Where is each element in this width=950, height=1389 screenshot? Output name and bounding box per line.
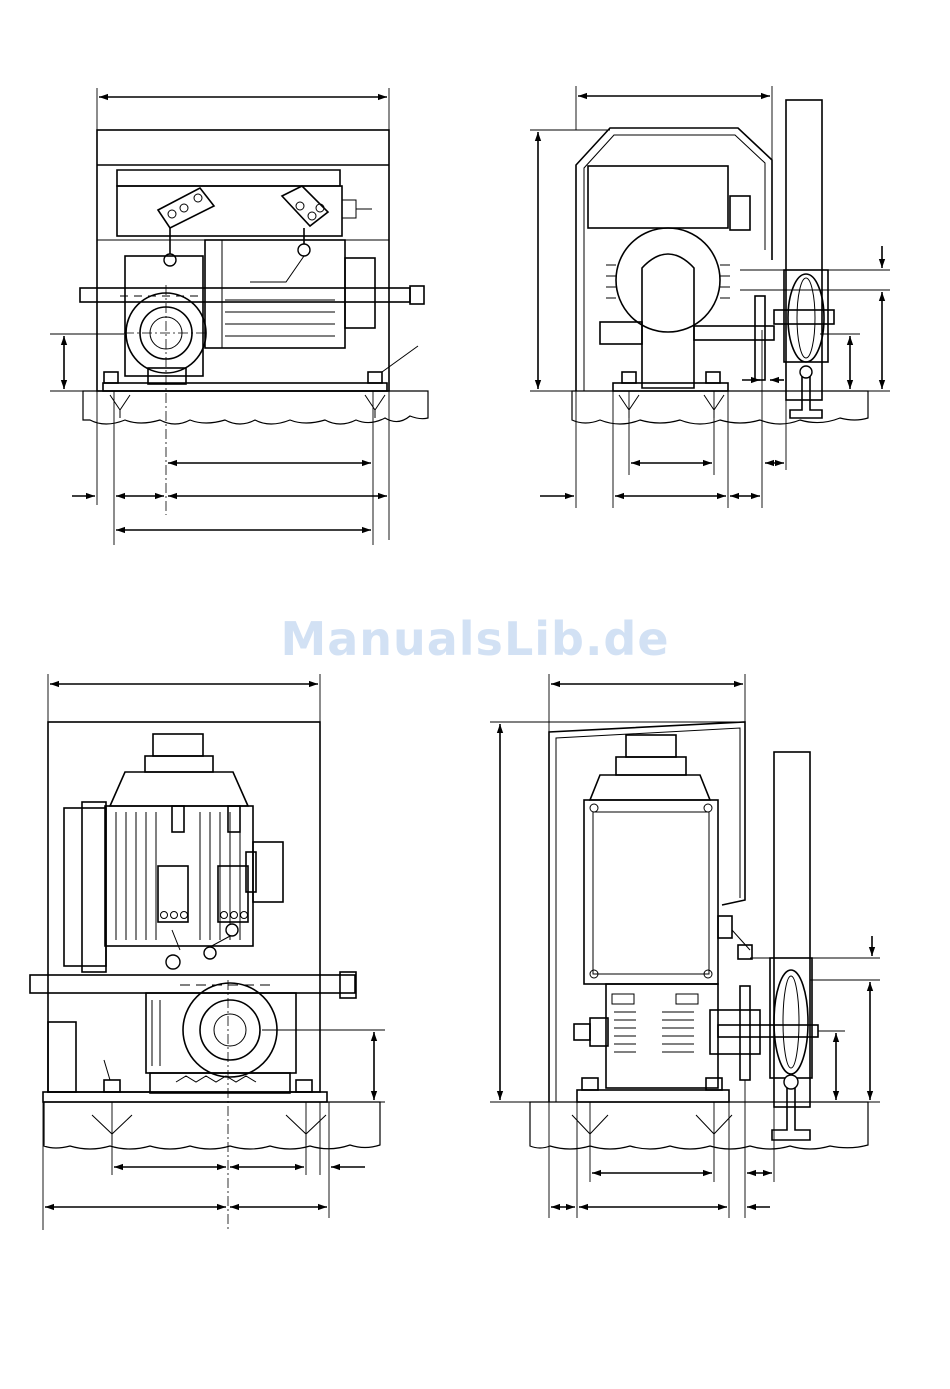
drawing-bottom-right [490, 674, 880, 1218]
drawing-bottom-left [30, 674, 385, 1230]
drawing-top-right [530, 86, 890, 508]
drawing-top-left [50, 88, 428, 545]
watermark-text: ManualsLib.de [0, 612, 950, 666]
